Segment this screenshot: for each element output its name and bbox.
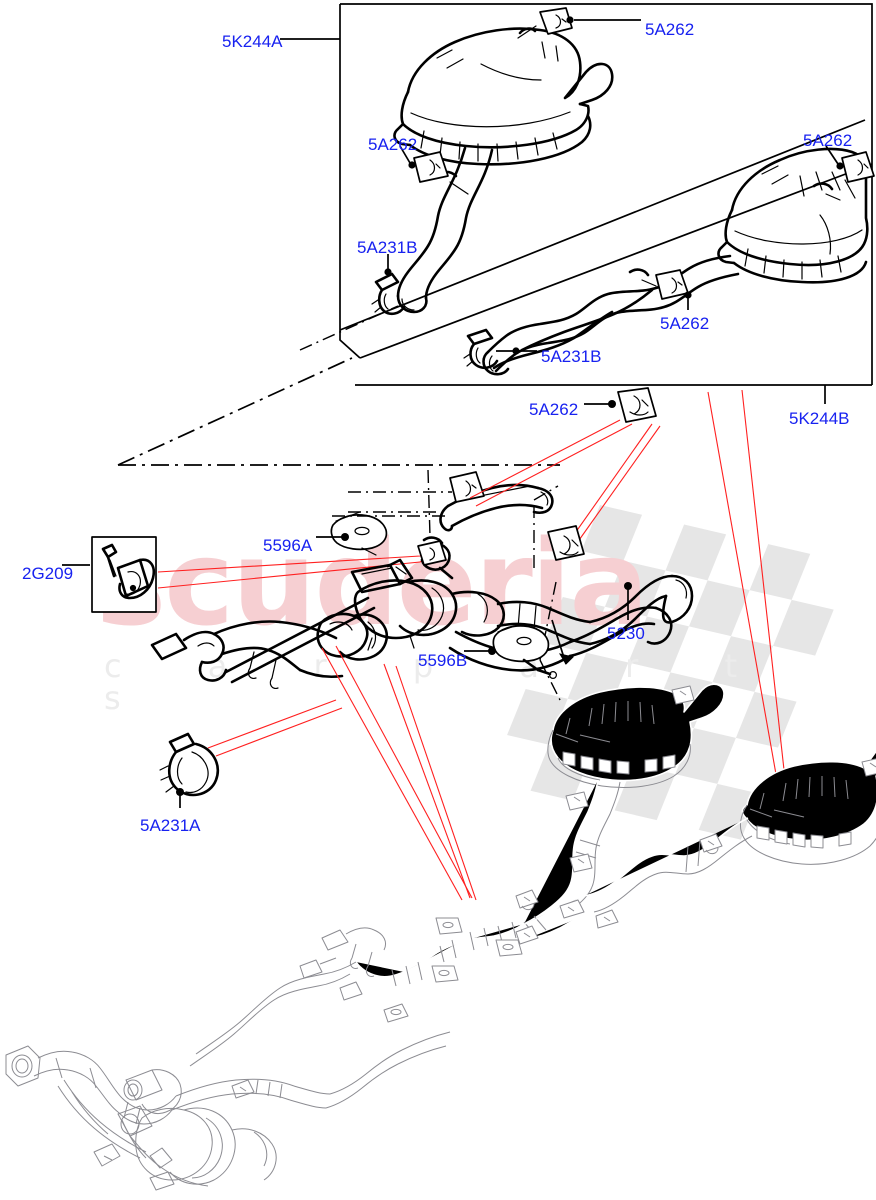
pipe-hanger-10 [431,965,459,983]
inset-2G209 [91,536,157,613]
projection-lines [117,305,560,466]
oxygen-sensor-harness [150,596,376,689]
label-5A262-a2: 5A262 [368,135,418,154]
assembled-exhaust-system [189,683,876,1067]
assembled-centre-pipe [355,889,619,987]
diesel-particulate-filter [135,1107,277,1185]
label-5230: 5230 [607,624,645,643]
mounting-rubber-on-catalyst [417,536,447,566]
pipe-hanger-9 [495,939,523,957]
exhaust-clamp-5A231A [159,732,219,797]
mounting-rubber-exploded-mid [547,525,585,561]
inset-frame-5K244A [339,3,873,386]
label-5596B: 5596B [418,651,468,670]
label-2G209: 2G209 [22,564,74,583]
assembled-silencer-left [523,683,725,937]
mounting-rubber-exploded-top [617,387,657,423]
label-5A262-b1: 5A262 [803,131,853,150]
pipe-hanger-7 [515,925,539,945]
manifold-bracket [231,1079,255,1099]
assembled-silencer-right [583,750,876,913]
label-5A231B-b: 5A231B [541,347,602,366]
label-5A262-b2: 5A262 [660,314,710,333]
label-5K244B: 5K244B [789,409,850,428]
exhaust-clamp-b [463,328,499,370]
mounting-rubber-a2 [413,151,449,183]
pipe-hanger-5 [559,899,585,919]
mounting-rubber-b2 [655,269,689,300]
catalytic-converter-assembly [316,542,506,661]
heat-shield-5596B [492,623,557,679]
mounting-rubber-mid-upper [449,471,485,503]
front-downpipe [189,961,357,1067]
heat-shield-5596A [330,511,388,556]
mounting-rubber-b1 [841,151,875,183]
dpf-sensor-boss [123,1069,182,1115]
pipe-hanger-8 [435,917,463,935]
label-5A231A: 5A231A [140,816,201,835]
label-5K244A-top: 5K244A [222,32,283,51]
label-5A231B-a: 5A231B [357,238,418,257]
pipe-hanger-2 [569,853,593,873]
mounting-rubber-a1 [539,7,573,35]
silencer-right-hanger [861,758,876,777]
silencer-assembly-a-outline [371,7,641,316]
label-5596A: 5596A [263,536,313,555]
exhaust-manifold-and-dpf [5,1031,451,1191]
assembled-harness [299,927,409,1023]
pipe-hanger-4 [515,889,539,911]
label-5A262-a1: 5A262 [645,20,695,39]
exhaust-clamp-a [371,272,406,316]
silencer-assembly-b-outline [463,145,875,376]
pipe-hanger-3 [699,833,723,855]
label-5A262-mid: 5A262 [529,400,579,419]
pipe-hanger-1 [565,791,589,811]
exploded-midsection [62,387,694,808]
pipe-hanger-6 [595,909,619,929]
silencer-left-hanger [671,685,695,705]
red-leader-lines-to-assembly [321,389,789,901]
